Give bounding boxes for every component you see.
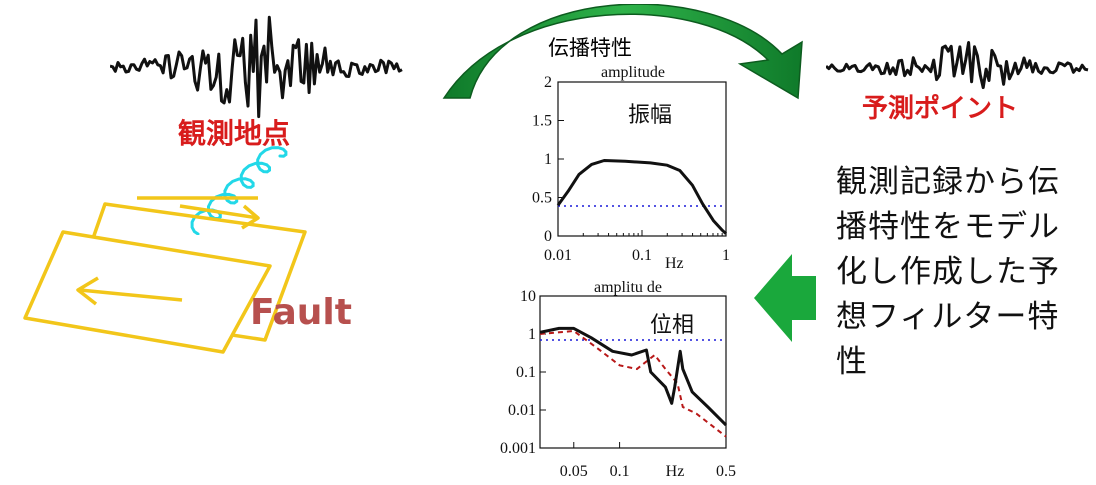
amplitude-y-tick: 1.5: [532, 113, 552, 130]
amplitude-x-unit: Hz: [665, 255, 684, 272]
fault-planes: [23, 196, 307, 354]
fault-label: Fault: [250, 292, 352, 333]
phase-y-tick: 0.01: [508, 402, 536, 419]
phase-y-tick: 0.001: [500, 440, 536, 457]
amplitude-y-tick: 1: [544, 151, 552, 168]
amplitude-x-tick: 0.01: [544, 247, 572, 264]
amplitude-panel-label: 振幅: [628, 102, 672, 127]
description-line: 観測記録から伝: [836, 164, 1060, 200]
amplitude-y-tick: 0.5: [532, 190, 552, 207]
phase-x-unit: Hz: [666, 463, 685, 480]
predicted-waveform: [826, 41, 1089, 90]
observation-point-label: 観測地点: [178, 117, 291, 150]
phase-title: amplitu de: [594, 279, 662, 296]
description-line: 播特性をモデル: [836, 209, 1060, 245]
amplitude-y-tick: 0: [544, 228, 552, 245]
description-line: 性: [836, 344, 868, 380]
prediction-point-label: 予測ポイント: [862, 94, 1019, 124]
phase-plot: amplitu de 10 1 0.1 0.01 0.001 0.05 0.1 0.5 位相…: [500, 279, 736, 480]
phase-x-tick: 0.5: [716, 463, 736, 480]
phase-x-tick: 0.05: [560, 463, 588, 480]
phase-y-tick: 1: [528, 326, 536, 343]
amplitude-y-tick: 2: [544, 74, 552, 91]
seismic-wave-icon: [190, 146, 288, 235]
description-line: 化し作成した予: [836, 254, 1060, 290]
phase-y-tick: 0.1: [516, 364, 536, 381]
propagation-arrow: [442, 4, 803, 100]
phase-y-tick: 10: [520, 288, 536, 305]
phase-panel-label: 位相: [650, 312, 694, 337]
amplitude-x-tick: 0.1: [632, 247, 652, 264]
description: 観測記録から伝 播特性をモデル 化し作成した予 想フィルター特 性: [836, 160, 1060, 385]
description-line: 想フィルター特: [836, 299, 1060, 335]
amplitude-x-tick: 1: [722, 247, 730, 264]
filter-arrow: [754, 254, 816, 342]
propagation-label: 伝播特性: [548, 36, 632, 60]
observed-waveform: [110, 15, 403, 119]
amplitude-title: amplitude: [601, 64, 665, 81]
amplitude-plot: amplitude 2 1.5 1 0.5 0 0.01 0.1 1 振幅 Hz: [532, 64, 730, 272]
phase-x-tick: 0.1: [610, 463, 630, 480]
